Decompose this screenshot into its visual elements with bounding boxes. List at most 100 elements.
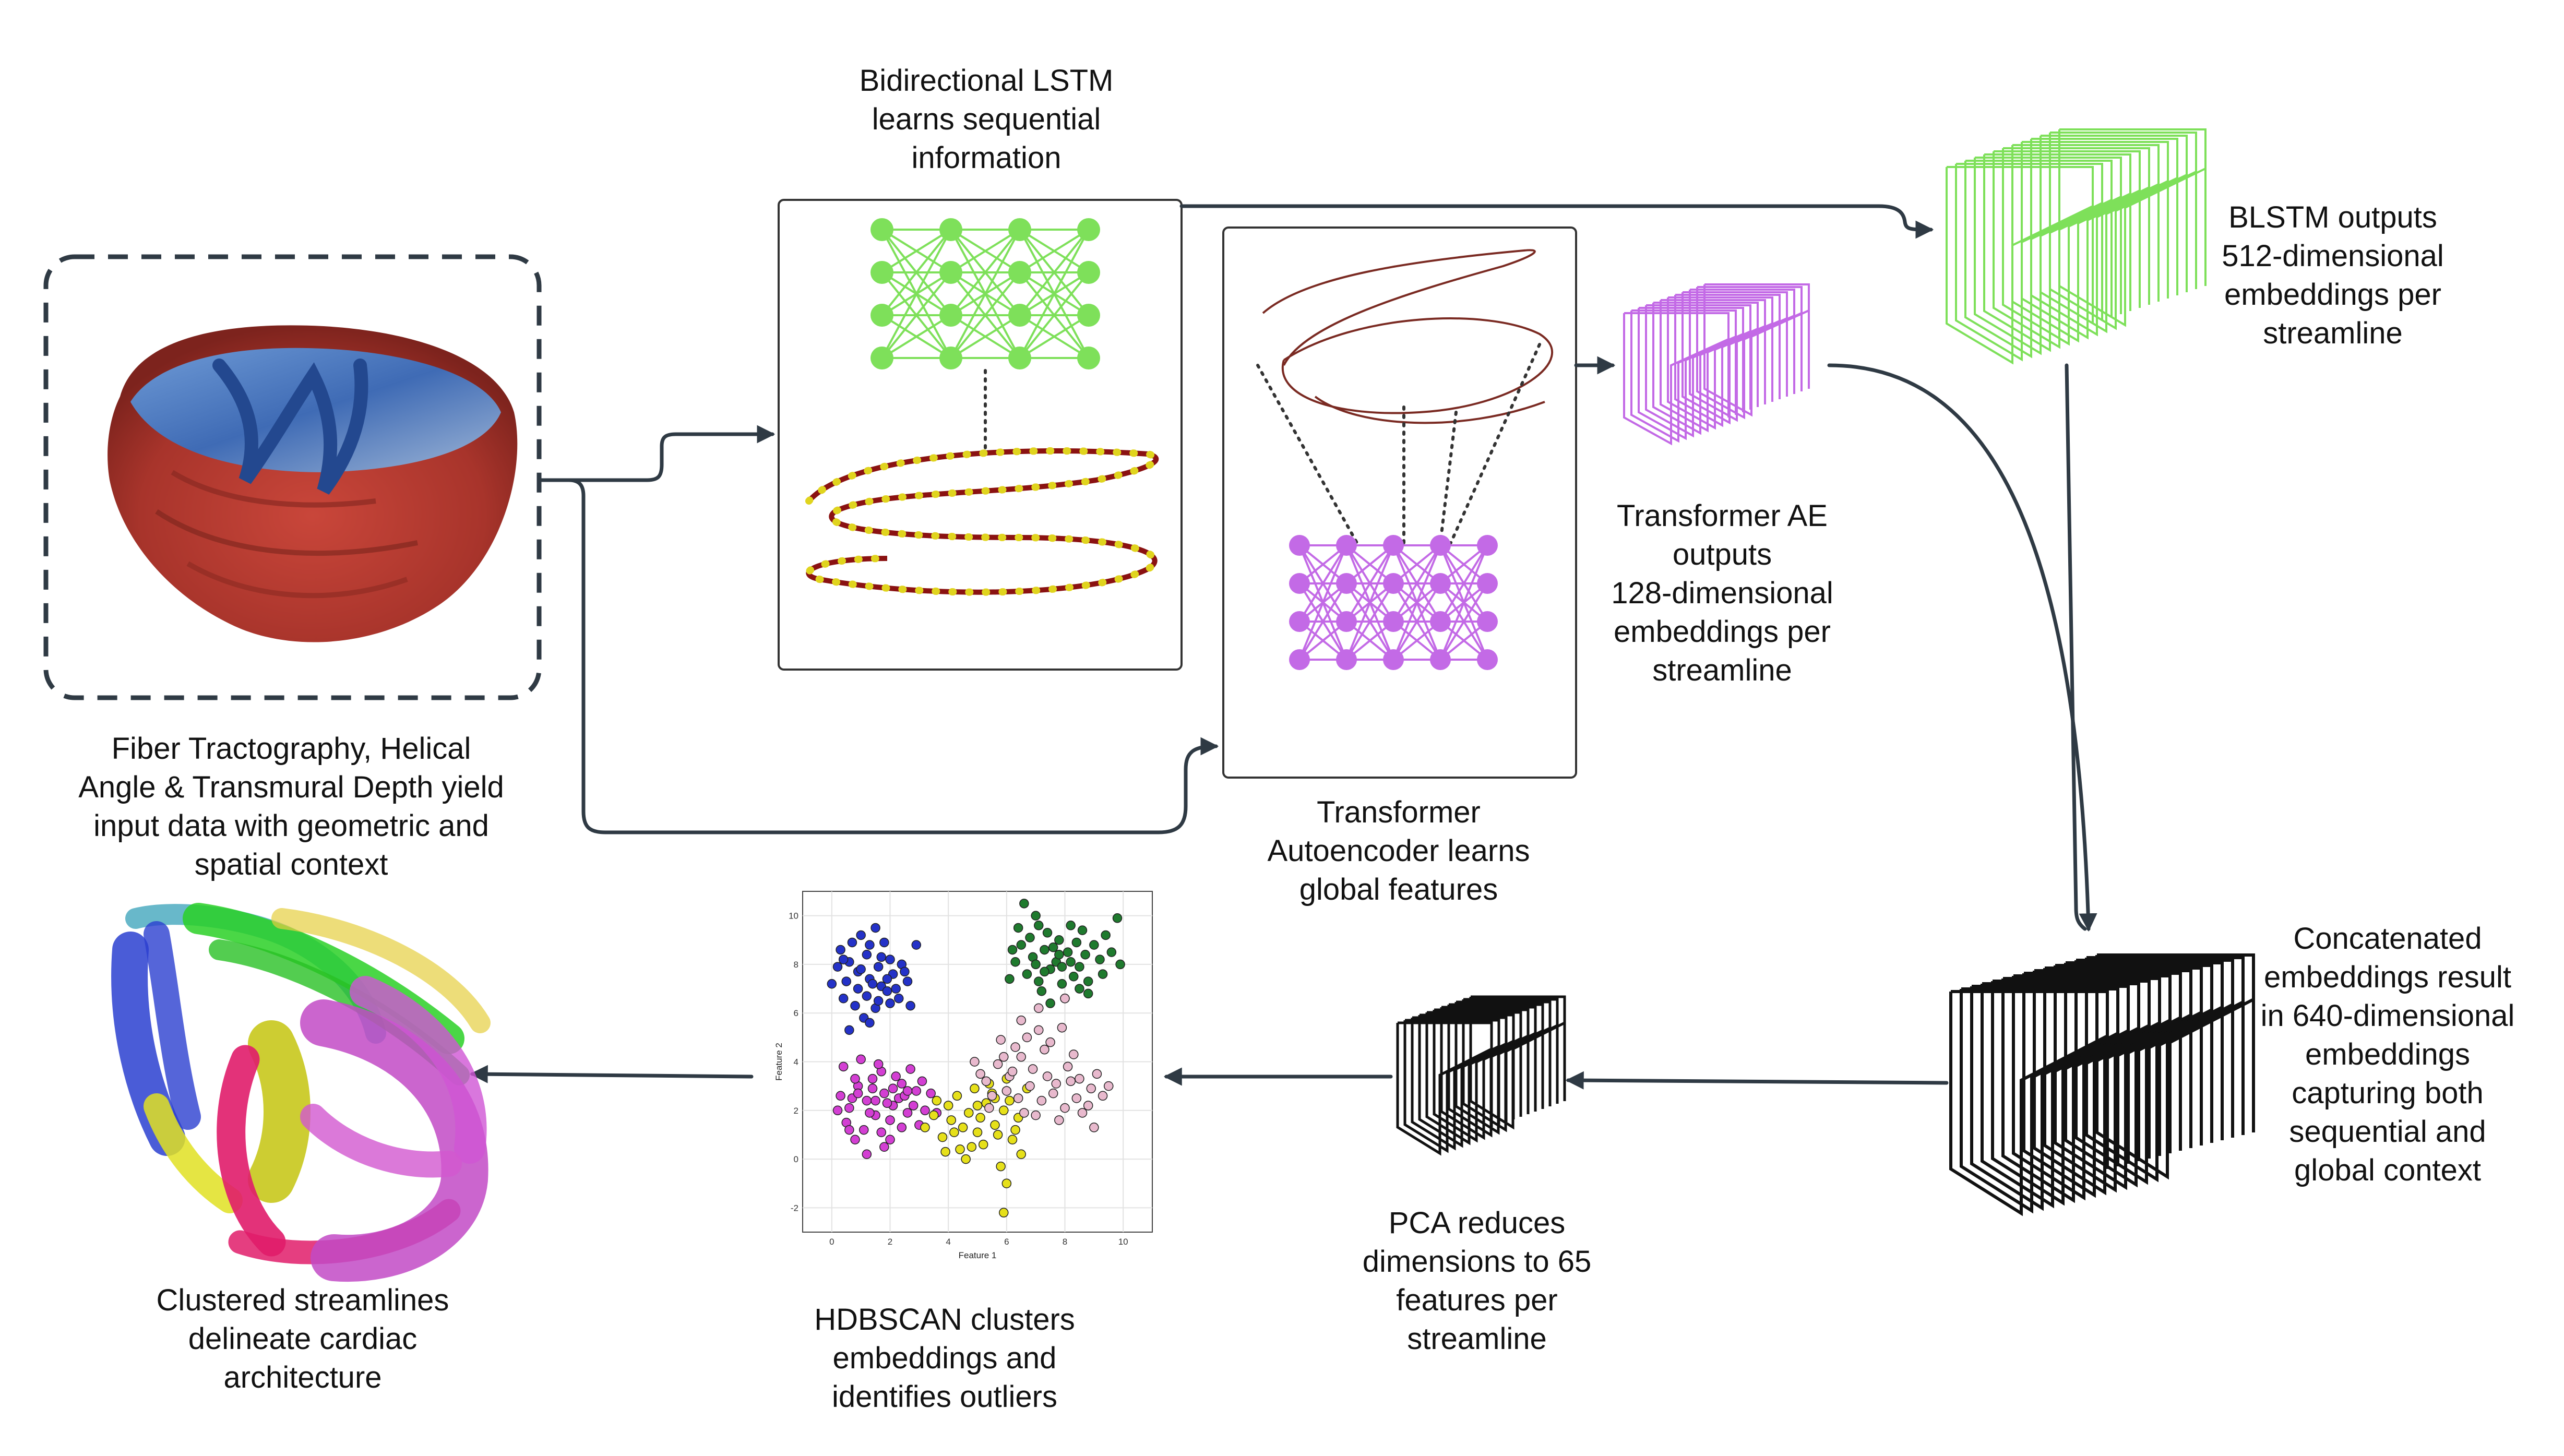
scatter-point [1104,1081,1114,1091]
y-tick-label: 4 [794,1057,798,1067]
arrow-input-to-blstm [537,425,776,482]
scatter-point [1101,930,1111,940]
transformer-output-caption: Transformer AE outputs 128-dimensional e… [1611,499,1833,687]
blstm-caption: Bidirectional LSTM learns sequential inf… [859,64,1114,175]
scatter-point [949,1127,959,1138]
scatter-point [952,1091,962,1101]
scatter-point [1010,1042,1020,1052]
scatter-point [943,1101,953,1111]
scatter-point [932,1095,942,1106]
hdbscan-caption: HDBSCAN clusters embeddings and identifi… [814,1303,1075,1414]
scatter-point [1036,986,1047,996]
network-node [1336,649,1357,670]
scatter-point [970,1057,980,1067]
scatter-point [1077,925,1088,935]
scatter-point [832,962,843,972]
scatter-point [967,1142,977,1152]
transformer-panel [1222,226,1577,779]
scatter-point [958,1123,968,1132]
scatter-point [1001,1178,1012,1188]
embedding-layer [1974,157,2122,355]
scatter-point [1077,1108,1088,1118]
network-node [870,347,893,369]
scatter-point [891,1071,901,1081]
scatter-point [1054,1115,1064,1125]
scatter-point [955,1144,965,1154]
scatter-point [1075,962,1084,972]
network-node [1383,649,1404,670]
network-node [1289,649,1310,670]
scatter-point [1007,1135,1018,1145]
embedding-layer [1469,995,1566,1130]
scatter-point [900,966,910,977]
scatter-point [1025,933,1035,942]
scatter-point [853,1088,863,1099]
embedding-layer [2040,135,2188,333]
scatter-point [1040,945,1050,955]
scatter-point [1083,1101,1093,1111]
scatter-point [1098,969,1108,979]
scatter-point [1019,899,1029,909]
network-edge [1392,582,1441,661]
network-edge [881,229,952,359]
scatter-point [972,1101,983,1111]
scatter-point [993,1059,1003,1069]
network-edge [950,229,1021,273]
scatter-point [850,1135,860,1145]
scatter-point [984,1103,994,1113]
scatter-point [841,976,851,986]
scatter-point [975,1069,985,1079]
scatter-point [1045,1037,1055,1047]
input-data-caption: Fiber Tractography, Helical Angle & Tran… [78,732,504,881]
network-edge [881,229,952,273]
scatter-point [879,1142,889,1152]
scatter-point [885,954,895,964]
arrow-hdbscan-to-clustered [469,1065,754,1083]
scatter-point [1042,928,1053,938]
transformer-network-icon [1289,535,1498,670]
scatter-point [876,1127,886,1138]
scatter-point [862,991,872,1001]
scatter-point [867,1073,878,1084]
network-node [1077,347,1100,369]
scatter-point [844,1103,854,1113]
network-edge [881,271,952,359]
scatter-point [844,1125,854,1135]
scatter-point [873,962,884,972]
network-edge [1019,314,1090,359]
network-edge [1392,544,1441,623]
scatter-point [876,952,886,962]
scatter-point [859,1125,869,1135]
scatter-point [1001,1086,1012,1096]
network-node [870,218,893,241]
scatter-point [1028,1064,1038,1074]
transformer-embedding-stack-icon [1623,283,1810,446]
clustered-caption: Clustered streamlines delineate cardiac … [156,1283,449,1394]
scatter-point [856,964,866,974]
scatter-point [937,1132,948,1142]
scatter-point [1075,1073,1084,1084]
network-node [870,261,893,284]
scatter-point [1086,1083,1096,1094]
scatter-point [1057,962,1067,972]
scatter-point [1063,947,1073,957]
scatter-point [894,993,904,1004]
scatter-point [1066,921,1076,930]
scatter-point [1036,1095,1047,1106]
scatter-point [1007,945,1018,955]
transformer-caption: Transformer Autoencoder learns global fe… [1267,795,1530,906]
arrow-transformer-embeddings-to-concat [1827,363,2097,932]
scatter-point [897,1123,907,1132]
arrow-blstm-embeddings-to-concat [2065,363,2087,931]
network-node [1430,535,1451,556]
scatter-point [1031,1110,1041,1120]
scatter-point [908,1101,919,1111]
embedding-layer [2095,953,2255,1180]
embedding-layer [2049,132,2197,330]
scatter-point [990,1120,1000,1130]
scatter-point [1066,1076,1076,1087]
network-edge [881,229,952,316]
y-tick-label: 2 [794,1106,798,1116]
scatter-point [902,1108,913,1118]
